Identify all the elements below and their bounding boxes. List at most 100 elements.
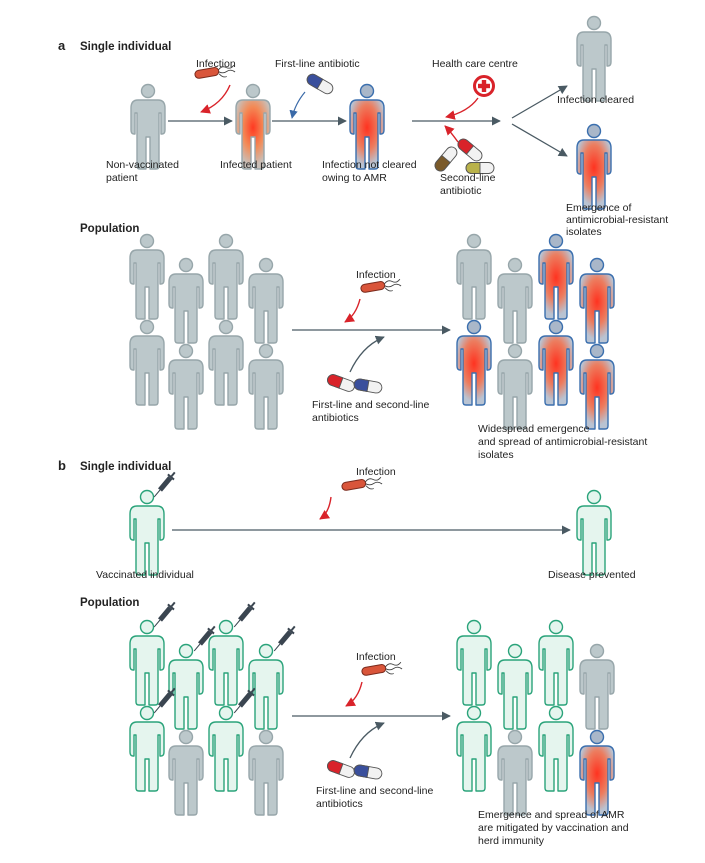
person-body: [208, 335, 244, 406]
pill-icon: [465, 162, 495, 174]
person-head: [507, 729, 523, 745]
person-body: [456, 635, 492, 706]
person-head: [258, 343, 274, 359]
person-head: [178, 343, 194, 359]
person-body: [576, 139, 612, 210]
red-arrow: [345, 681, 363, 707]
person-non-vaccinated: [130, 83, 166, 170]
pill-half: [457, 138, 475, 155]
syringe-part: [170, 687, 176, 693]
person-figure: [497, 729, 533, 816]
person-head: [507, 343, 523, 359]
person-head: [218, 233, 234, 249]
flagellum: [384, 287, 393, 292]
flagellum: [218, 73, 227, 78]
syringe-part: [238, 692, 253, 708]
person-head: [589, 343, 605, 359]
person-figure: [168, 257, 204, 344]
person-head: [507, 257, 523, 273]
person-figure: [456, 705, 492, 792]
syringe-part: [287, 627, 295, 635]
flagellum: [365, 485, 374, 490]
person-body: [538, 635, 574, 706]
syringe-part: [273, 643, 281, 652]
person-body: [248, 745, 284, 816]
person-figure: [538, 233, 574, 320]
person-figure: [248, 729, 284, 816]
label-infection-a2: Infection: [356, 269, 396, 281]
syringe-part: [193, 643, 201, 652]
person-body: [579, 273, 615, 344]
arrow: [511, 123, 568, 157]
syringe-part: [153, 705, 161, 714]
person-head: [589, 729, 605, 745]
label-infection-b2: Infection: [356, 651, 396, 663]
label-infected: Infected patient: [220, 159, 292, 171]
red-arrow: [445, 97, 479, 120]
person-body: [497, 359, 533, 430]
person-head: [586, 489, 602, 505]
person-head: [586, 15, 602, 31]
bacterium-icon: [341, 476, 383, 491]
person-infected: [235, 83, 271, 170]
person-head: [139, 233, 155, 249]
person-head: [139, 705, 155, 721]
person-head: [548, 619, 564, 635]
person-body: [576, 31, 612, 102]
flagellum: [218, 64, 235, 71]
red-arrow: [319, 496, 332, 520]
person-body: [130, 99, 166, 170]
person-head: [218, 319, 234, 335]
person-body: [248, 359, 284, 430]
pill-half: [306, 73, 324, 90]
label-prevented: Disease prevented: [548, 569, 636, 581]
person-head: [218, 705, 234, 721]
syringe-part: [170, 471, 176, 477]
person-figure: [129, 619, 165, 706]
person-body: [497, 273, 533, 344]
person-head: [258, 729, 274, 745]
person-head: [140, 83, 156, 99]
person-body: [129, 335, 165, 406]
person-not-cleared: [349, 83, 385, 170]
red-arrow: [444, 125, 459, 143]
panel-a-population-heading: Population: [80, 223, 139, 235]
person-figure: [497, 643, 533, 730]
syringe-part: [250, 601, 256, 607]
person-head: [466, 619, 482, 635]
syringe-icon: [233, 687, 256, 714]
syringe-icon: [193, 625, 216, 652]
label-health-centre: Health care centre: [432, 58, 518, 70]
syringe-part: [207, 627, 215, 635]
red-arrow: [200, 84, 231, 114]
person-body: [579, 359, 615, 430]
person-figure: [538, 619, 574, 706]
flagellum: [385, 666, 403, 671]
person-body: [168, 359, 204, 430]
arrow: [511, 85, 568, 119]
person-body: [208, 249, 244, 320]
person-figure: [538, 319, 574, 406]
label-infection-b1: Infection: [356, 466, 396, 478]
bacterium-body: [194, 67, 220, 79]
bacterium-icon: [360, 278, 402, 293]
syringe-part: [210, 625, 216, 631]
bacterium-body: [361, 664, 387, 676]
flagellum: [365, 481, 383, 486]
person-figure: [208, 233, 244, 320]
person-figure: [538, 705, 574, 792]
syringe-part: [233, 619, 241, 628]
person-head: [139, 619, 155, 635]
pill-icon: [327, 374, 355, 392]
population-right-a: [456, 233, 615, 430]
person-figure: [456, 319, 492, 406]
person-figure: [456, 619, 492, 706]
person-figure: [208, 619, 244, 706]
person-body: [129, 721, 165, 792]
syringe-part: [238, 606, 253, 622]
person-head: [589, 257, 605, 273]
